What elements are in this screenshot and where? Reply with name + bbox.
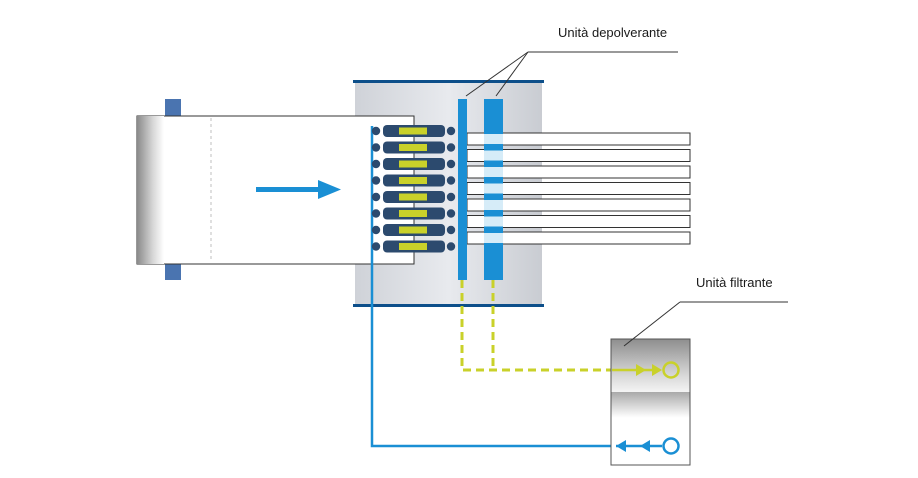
nozzle-array [371, 125, 456, 253]
bar-window [484, 183, 503, 194]
dedusting-bar-left [458, 99, 467, 280]
nozzle [371, 224, 456, 236]
nozzle-right-dot [446, 126, 456, 136]
nozzle-left-dot [371, 176, 381, 185]
circle-icon [662, 437, 680, 455]
output-strips [466, 132, 691, 245]
nozzle-right-dot [446, 159, 456, 169]
nozzle-left-dot [371, 126, 381, 136]
bar-window [484, 216, 503, 227]
roller-cap-top [165, 99, 181, 116]
nozzle-insert [399, 127, 427, 135]
nozzle [371, 125, 456, 137]
nozzle-right-dot [446, 225, 456, 235]
nozzle [371, 158, 456, 170]
filter-unit [610, 338, 691, 466]
nozzle-insert [399, 144, 427, 151]
bar-window [484, 200, 503, 210]
nozzle-left-dot [371, 192, 381, 202]
nozzle-left-dot [371, 209, 381, 218]
return-line [370, 126, 620, 448]
nozzle-insert [399, 160, 427, 168]
nozzle-right-dot [446, 192, 456, 202]
suction-lines [460, 280, 612, 372]
blue-flow-arrow-icon [616, 440, 662, 452]
nozzle-left-dot [371, 159, 381, 169]
roller-cap-bottom [165, 264, 181, 280]
nozzle-insert [399, 177, 427, 184]
nozzle-insert [399, 226, 427, 234]
nozzle-insert [399, 243, 427, 250]
yellow-flow-arrow-icon [612, 364, 662, 376]
nozzle-insert [399, 210, 427, 217]
leader-dedusting [465, 51, 678, 97]
nozzle-left-dot [371, 143, 381, 152]
nozzle [371, 141, 456, 154]
nozzle-left-dot [371, 225, 381, 235]
dedusting-unit-label: Unità depolverante [558, 25, 667, 40]
circle-icon [662, 361, 680, 379]
nozzle-right-dot [446, 143, 456, 152]
bar-window [484, 134, 503, 144]
nozzle [371, 240, 456, 253]
bar-window [484, 233, 503, 243]
arrow-right-icon [256, 180, 341, 199]
bar-window [484, 167, 503, 177]
nozzle [371, 191, 456, 203]
filter-unit-label: Unità filtrante [696, 275, 773, 290]
nozzle-right-dot [446, 209, 456, 218]
leader-filter [623, 301, 788, 347]
nozzle-right-dot [446, 242, 456, 251]
nozzle-right-dot [446, 176, 456, 185]
bar-window [484, 150, 503, 161]
nozzle-insert [399, 193, 427, 201]
bar-windows [484, 134, 503, 243]
nozzle [371, 207, 456, 220]
nozzle [371, 174, 456, 187]
nozzle-left-dot [371, 242, 381, 251]
